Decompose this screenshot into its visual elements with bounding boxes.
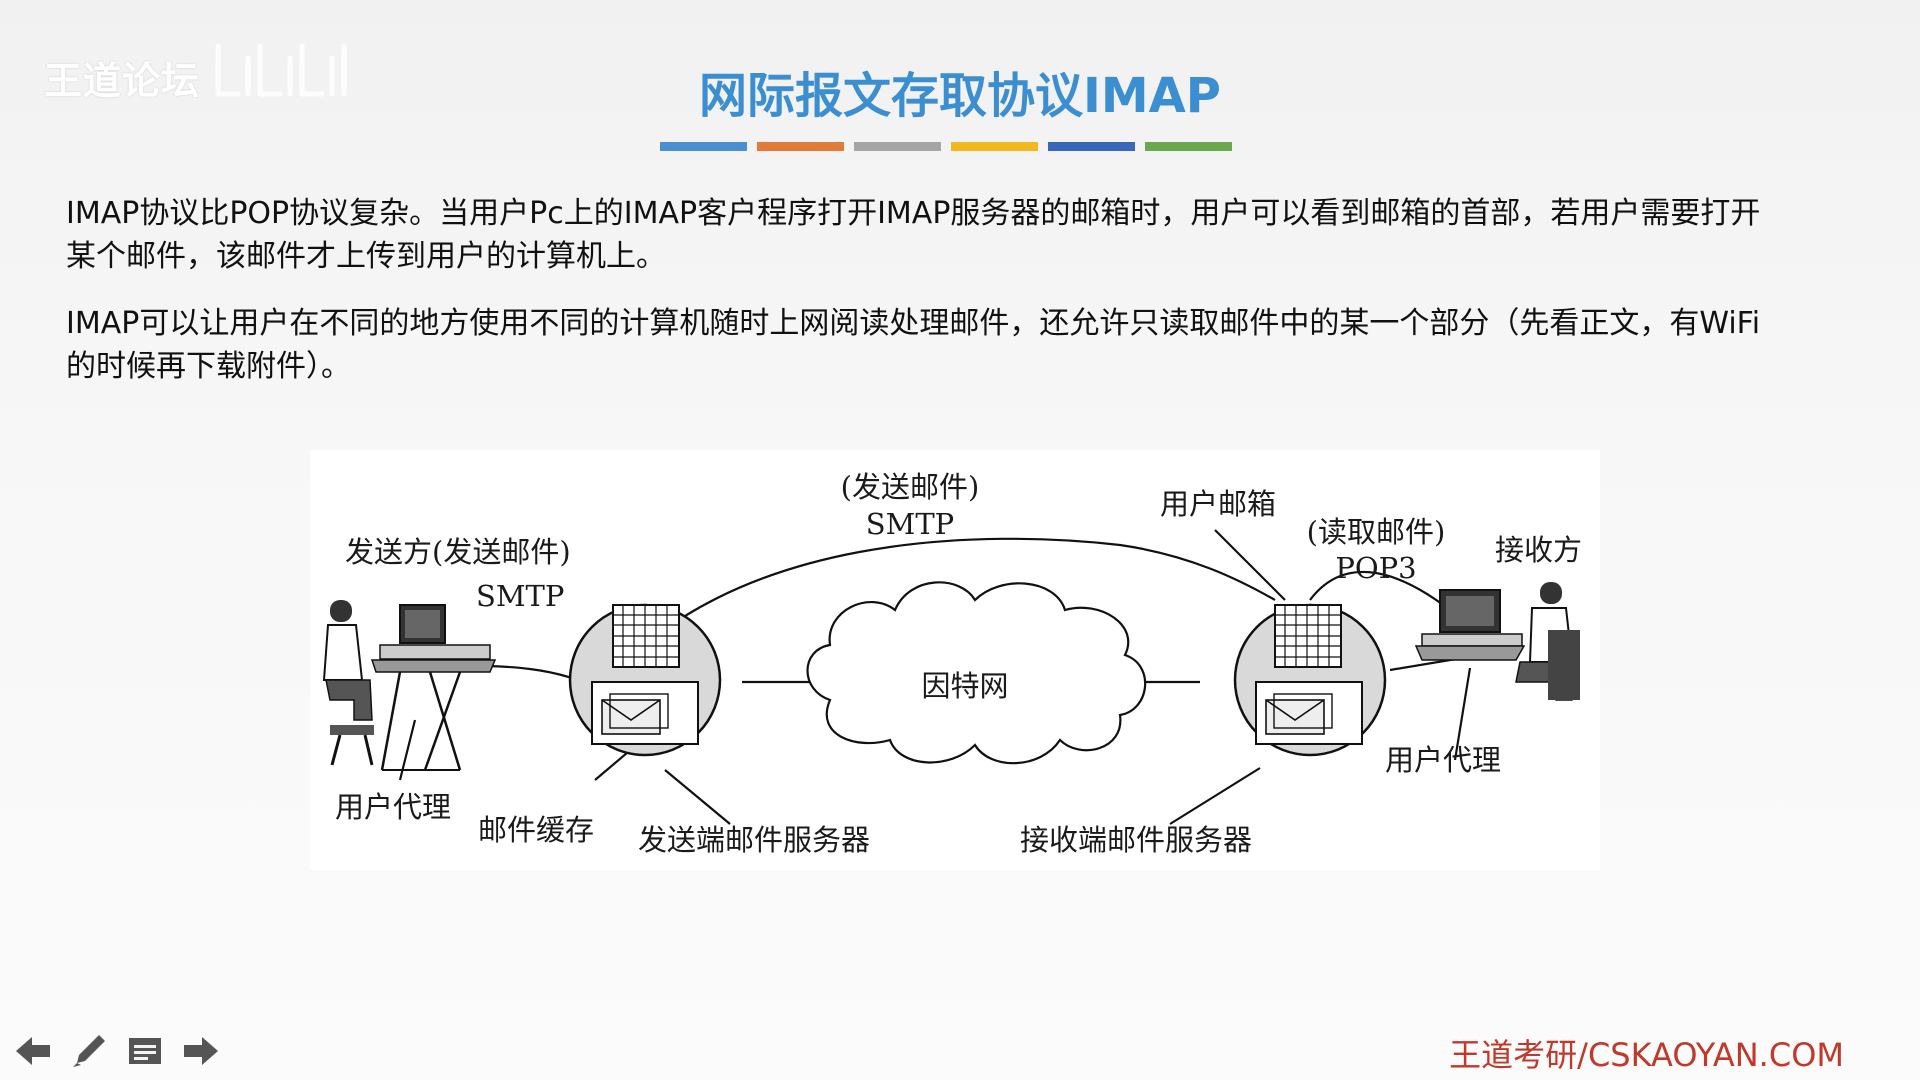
label-mail-cache: 邮件缓存	[478, 813, 594, 847]
color-bar-segment	[757, 142, 844, 151]
label-mailbox: 用户邮箱	[1160, 487, 1276, 521]
receiver-person-icon	[1414, 582, 1580, 701]
label-sender-protocol: SMTP	[476, 579, 564, 613]
label-send-server: 发送端邮件服务器	[638, 823, 870, 857]
slide-title: 网际报文存取协议IMAP	[699, 68, 1221, 124]
sender-person-icon	[322, 600, 497, 771]
label-user-agent-left: 用户代理	[335, 790, 451, 824]
color-bar-segment	[1048, 142, 1135, 151]
label-user-agent-right: 用户代理	[1385, 743, 1501, 777]
watermark-text: 王道论坛	[44, 59, 201, 103]
send-server-node	[568, 603, 722, 757]
imap-diagram: 发送方(发送邮件) SMTP (发送邮件) SMTP 用户邮箱 (读取邮件) P…	[310, 450, 1600, 870]
footer-brand: 王道考研/CSKAOYAN.COM	[1449, 1036, 1844, 1074]
internet-cloud	[806, 581, 1147, 765]
label-recv-server: 接收端邮件服务器	[1020, 823, 1252, 857]
bilibili-logo-icon	[215, 43, 347, 97]
color-bar-segment	[854, 142, 941, 151]
label-top-protocol: SMTP	[866, 507, 954, 541]
color-bar-segment	[660, 142, 747, 151]
title-color-bar	[660, 142, 1232, 151]
label-receiver: 接收方	[1495, 533, 1582, 567]
color-bar-segment	[951, 142, 1038, 151]
label-sender: 发送方(发送邮件)	[345, 535, 571, 569]
label-read: (读取邮件)	[1307, 515, 1446, 549]
pen-icon	[73, 1035, 105, 1067]
paragraph-imap-features: IMAP可以让用户在不同的地方使用不同的计算机随时上网阅读处理邮件，还允许只读取…	[66, 306, 1761, 384]
next-slide-button[interactable]	[178, 1030, 224, 1072]
arrow-left-icon	[16, 1037, 50, 1065]
label-read-protocol: POP3	[1335, 551, 1416, 585]
arrow-right-icon	[184, 1037, 218, 1065]
slide-menu-button[interactable]	[122, 1030, 168, 1072]
pen-tool-button[interactable]	[66, 1030, 112, 1072]
slide-navigation	[10, 1030, 224, 1072]
label-internet: 因特网	[921, 669, 1008, 703]
menu-icon	[129, 1038, 161, 1064]
prev-slide-button[interactable]	[10, 1030, 56, 1072]
color-bar-segment	[1145, 142, 1232, 151]
paragraph-imap-intro: IMAP协议比POP协议复杂。当用户Pc上的IMAP客户程序打开IMAP服务器的…	[66, 196, 1761, 274]
label-top-send: (发送邮件)	[841, 470, 980, 504]
recv-server-node	[1233, 603, 1387, 757]
